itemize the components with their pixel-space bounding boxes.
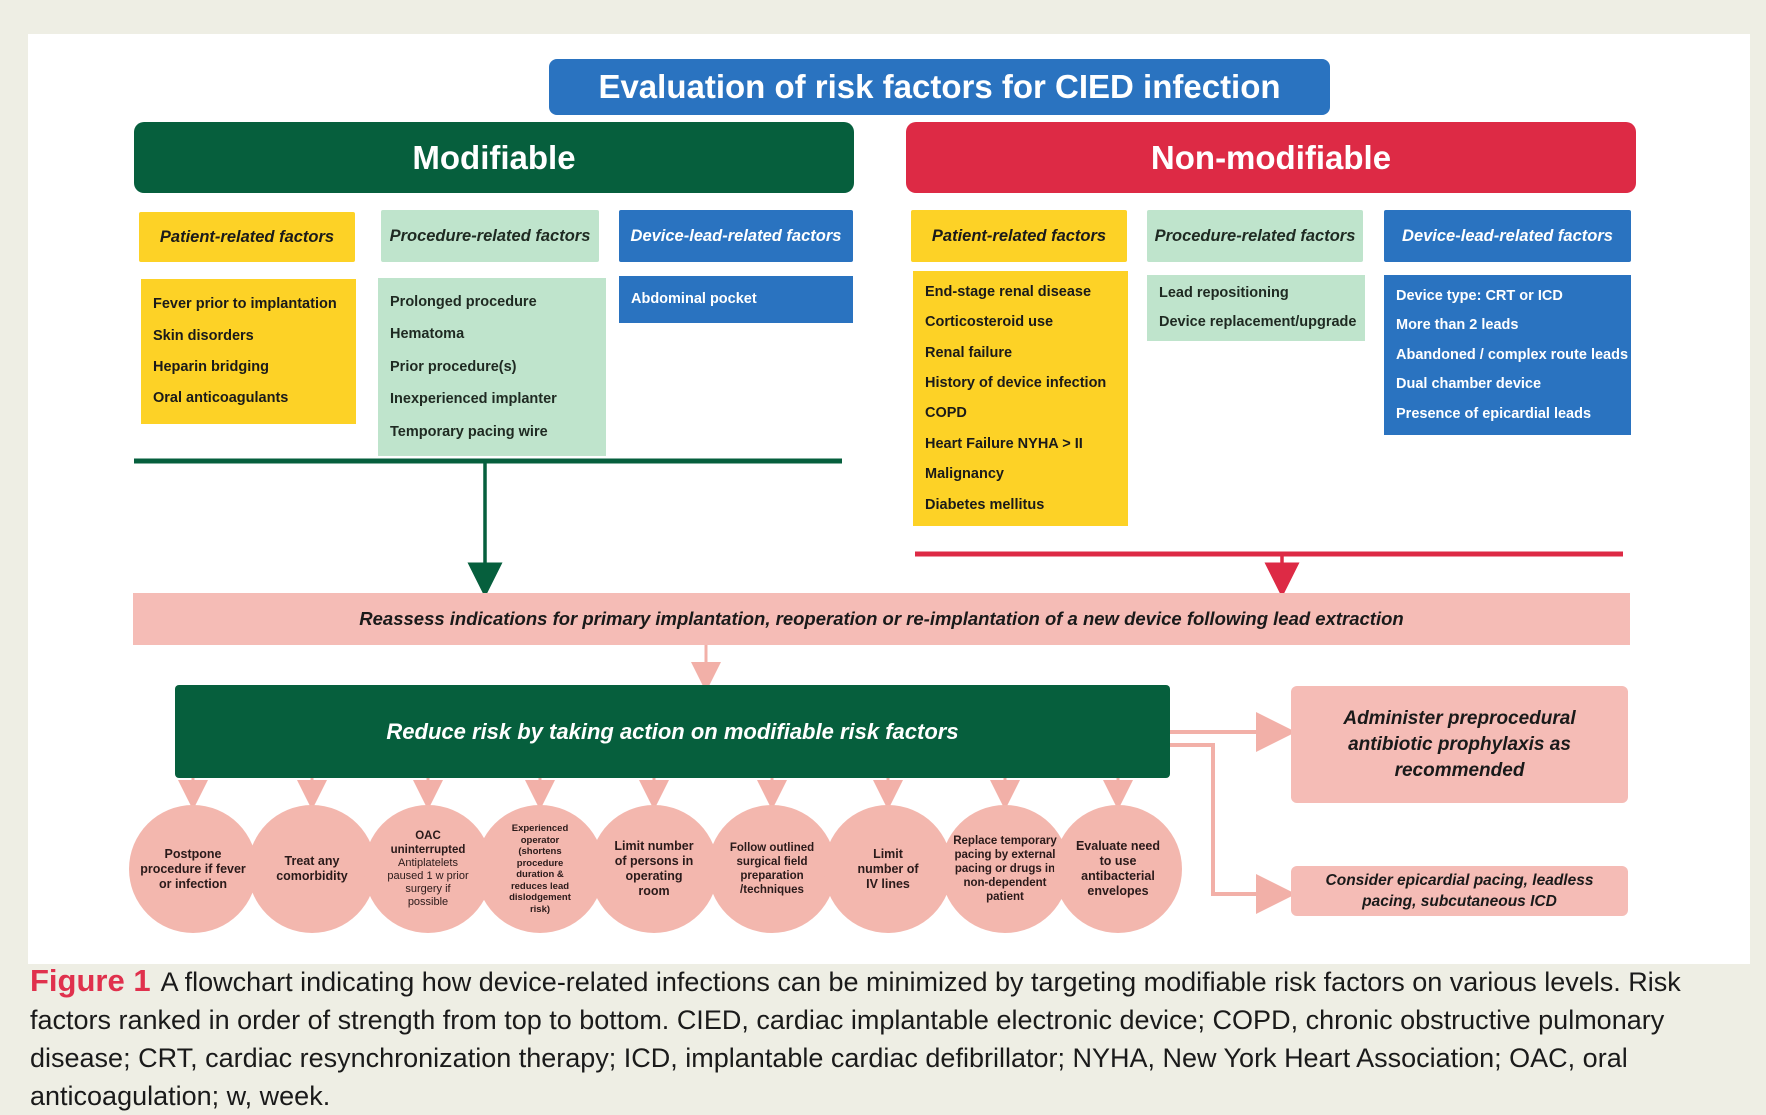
nonmodifiable-patient-header: Patient-related factors <box>911 210 1127 262</box>
action-circle: Treat any comorbidity <box>248 805 376 933</box>
list-item: Abdominal pocket <box>631 291 757 308</box>
list-item: History of device infection <box>925 375 1107 392</box>
list-item: Fever prior to implantation <box>153 296 337 313</box>
action-circle: OAC uninterrupted Antiplatelets paused 1… <box>364 805 492 933</box>
action-main-text: Limit number of IV lines <box>857 846 919 891</box>
list-item: Renal failure <box>925 344 1013 361</box>
list-item: Heparin bridging <box>153 358 269 375</box>
action-circle: Experienced operator (shortens procedure… <box>476 805 604 933</box>
reduce-risk-bar: Reduce risk by taking action on modifiab… <box>175 685 1170 778</box>
list-item: Prolonged procedure <box>390 293 537 310</box>
action-main-text: Experienced operator (shortens procedure… <box>509 823 571 915</box>
modifiable-patient-list: Fever prior to implantation Skin disorde… <box>141 279 356 424</box>
list-item: COPD <box>925 405 967 422</box>
list-item: Malignancy <box>925 466 1004 483</box>
action-main-text: Follow outlined surgical field preparati… <box>729 842 815 896</box>
list-item: Heart Failure NYHA > II <box>925 435 1083 452</box>
action-main-text: OAC uninterrupted <box>390 830 466 856</box>
list-item: Diabetes mellitus <box>925 496 1045 513</box>
list-item: End-stage renal disease <box>925 283 1092 300</box>
action-main-text: Limit number of persons in operating roo… <box>614 839 694 898</box>
list-item: Hematoma <box>390 326 465 343</box>
action-circle: Evaluate need to use antibacterial envel… <box>1054 805 1182 933</box>
action-circle: Postpone procedure if fever or infection <box>129 805 257 933</box>
action-main-text: Replace temporary pacing by external pac… <box>953 835 1057 903</box>
nonmodifiable-device-header: Device-lead-related factors <box>1384 210 1631 262</box>
list-item: Device type: CRT or ICD <box>1396 287 1563 304</box>
reduce-to-actions-arrows <box>178 778 1133 810</box>
list-item: Oral anticoagulants <box>153 390 289 407</box>
modifiable-device-list: Abdominal pocket <box>619 276 853 323</box>
action-circle: Replace temporary pacing by external pac… <box>941 805 1069 933</box>
list-item: Temporary pacing wire <box>390 423 548 440</box>
list-item: Dual chamber device <box>1396 376 1542 393</box>
diagram-title: Evaluation of risk factors for CIED infe… <box>549 59 1330 115</box>
nonmodifiable-patient-list: End-stage renal disease Corticosteroid u… <box>913 271 1128 526</box>
reassess-bar: Reassess indications for primary implant… <box>133 593 1630 645</box>
prophylaxis-box: Administer preprocedural antibiotic prop… <box>1291 686 1628 803</box>
nonmodifiable-device-list: Device type: CRT or ICD More than 2 lead… <box>1384 275 1631 435</box>
list-item: Skin disorders <box>153 327 254 344</box>
nonmodifiable-header: Non-modifiable <box>906 122 1636 193</box>
nonmodifiable-procedure-list: Lead repositioning Device replacement/up… <box>1147 275 1365 341</box>
modifiable-device-header: Device-lead-related factors <box>619 210 853 262</box>
action-main-text: Postpone procedure if fever or infection <box>140 846 246 891</box>
action-circle: Limit number of IV lines <box>824 805 952 933</box>
reduce-to-alternatives-arrow <box>1170 743 1296 914</box>
alternatives-box: Consider epicardial pacing, leadless pac… <box>1291 866 1628 916</box>
list-item: Prior procedure(s) <box>390 358 517 375</box>
list-item: Device replacement/upgrade <box>1159 314 1357 331</box>
figure-label: Figure 1 <box>30 963 151 998</box>
nonmodifiable-procedure-header: Procedure-related factors <box>1147 210 1363 262</box>
action-main-text: Treat any comorbidity <box>276 854 348 883</box>
action-main-text: Evaluate need to use antibacterial envel… <box>1075 839 1161 898</box>
modifiable-patient-header: Patient-related factors <box>139 212 355 262</box>
list-item: Inexperienced implanter <box>390 391 557 408</box>
action-circle: Limit number of persons in operating roo… <box>590 805 718 933</box>
modifiable-procedure-list: Prolonged procedure Hematoma Prior proce… <box>378 278 606 456</box>
list-item: Lead repositioning <box>1159 285 1289 302</box>
modifiable-procedure-header: Procedure-related factors <box>381 210 599 262</box>
list-item: More than 2 leads <box>1396 317 1519 334</box>
action-sub-text: Antiplatelets paused 1 w prior surgery i… <box>387 857 469 908</box>
action-circle: Follow outlined surgical field preparati… <box>708 805 836 933</box>
caption-text: A flowchart indicating how device-relate… <box>30 967 1681 1111</box>
list-item: Abandoned / complex route leads <box>1396 346 1629 363</box>
list-item: Presence of epicardial leads <box>1396 405 1592 422</box>
modifiable-header: Modifiable <box>134 122 854 193</box>
list-item: Corticosteroid use <box>925 314 1054 331</box>
